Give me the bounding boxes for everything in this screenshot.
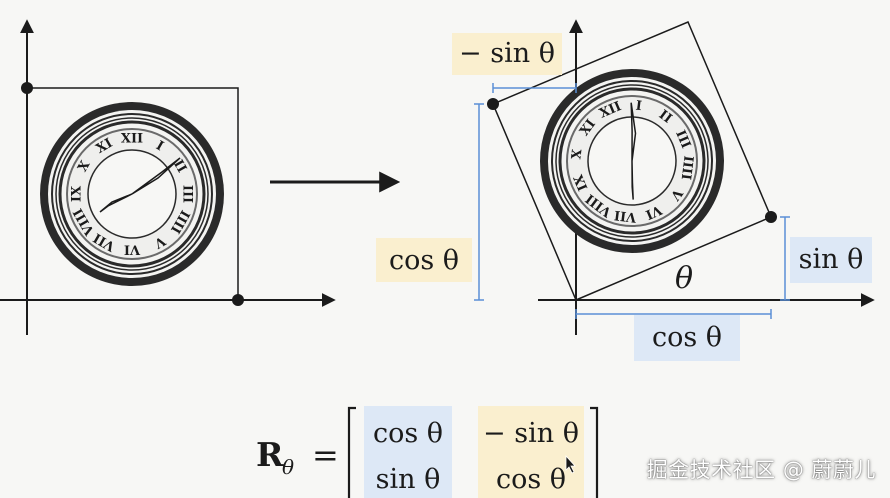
clock-numeral: VI [643, 201, 665, 222]
clock-numeral: IX [571, 171, 591, 193]
left-top-left-dot [21, 82, 33, 94]
clock-numeral: XII [121, 132, 143, 147]
clock-numeral: VI [124, 242, 141, 257]
right-top-corner-dot [487, 98, 499, 110]
right-right-corner-dot [765, 211, 777, 223]
right-clock-hand-short [631, 160, 634, 200]
clock-numeral: VII [613, 207, 638, 225]
mouse-cursor-icon [565, 454, 576, 474]
matrix-r1c1: cos θ [373, 418, 443, 449]
matrix-r2c1: sin θ [376, 464, 441, 495]
right-clock-hand-long [630, 102, 637, 162]
matrix-right-bracket [590, 406, 599, 498]
cos-left-highlight [376, 238, 472, 282]
cos-left-label: cos θ [389, 245, 459, 276]
clock-numeral: I [635, 99, 643, 115]
matrix-col2-highlight [478, 406, 584, 498]
clock-numeral: XI [94, 136, 116, 157]
sin-right-label: sin θ [799, 244, 864, 275]
matrix-symbol: R [256, 435, 284, 474]
measurement-lines [474, 83, 790, 319]
clock-numeral: X [569, 147, 585, 160]
matrix-equals: = [312, 436, 339, 474]
matrix-subscript: θ [282, 455, 294, 479]
clock-numeral: IX [70, 185, 85, 202]
matrix-col1-highlight [364, 406, 452, 498]
matrix-left-bracket [347, 406, 356, 498]
cos-bottom-highlight [634, 315, 740, 361]
left-bottom-right-dot [232, 294, 244, 306]
clock-numeral: IIII [678, 155, 696, 181]
theta-label: θ [675, 261, 693, 296]
left-clock-hand-short [99, 193, 133, 213]
left-square [26, 87, 239, 301]
rotation-matrix: R θ = cos θ − sin θ sin θ cos θ [256, 406, 599, 498]
cos-bottom-label: cos θ [652, 322, 722, 353]
left-clock-hand-long [131, 157, 181, 195]
matrix-r1c2: − sin θ [483, 418, 579, 449]
clock-numeral: III [180, 185, 195, 203]
watermark: 掘金技术社区 @ 蔚蔚儿 [646, 458, 876, 482]
rotated-square [492, 21, 772, 301]
neg-sin-highlight [452, 33, 562, 75]
neg-sin-label: − sin θ [459, 38, 555, 69]
matrix-r2c2: cos θ [496, 464, 566, 495]
clock-numeral: III [672, 128, 693, 151]
sin-right-highlight [790, 237, 872, 283]
